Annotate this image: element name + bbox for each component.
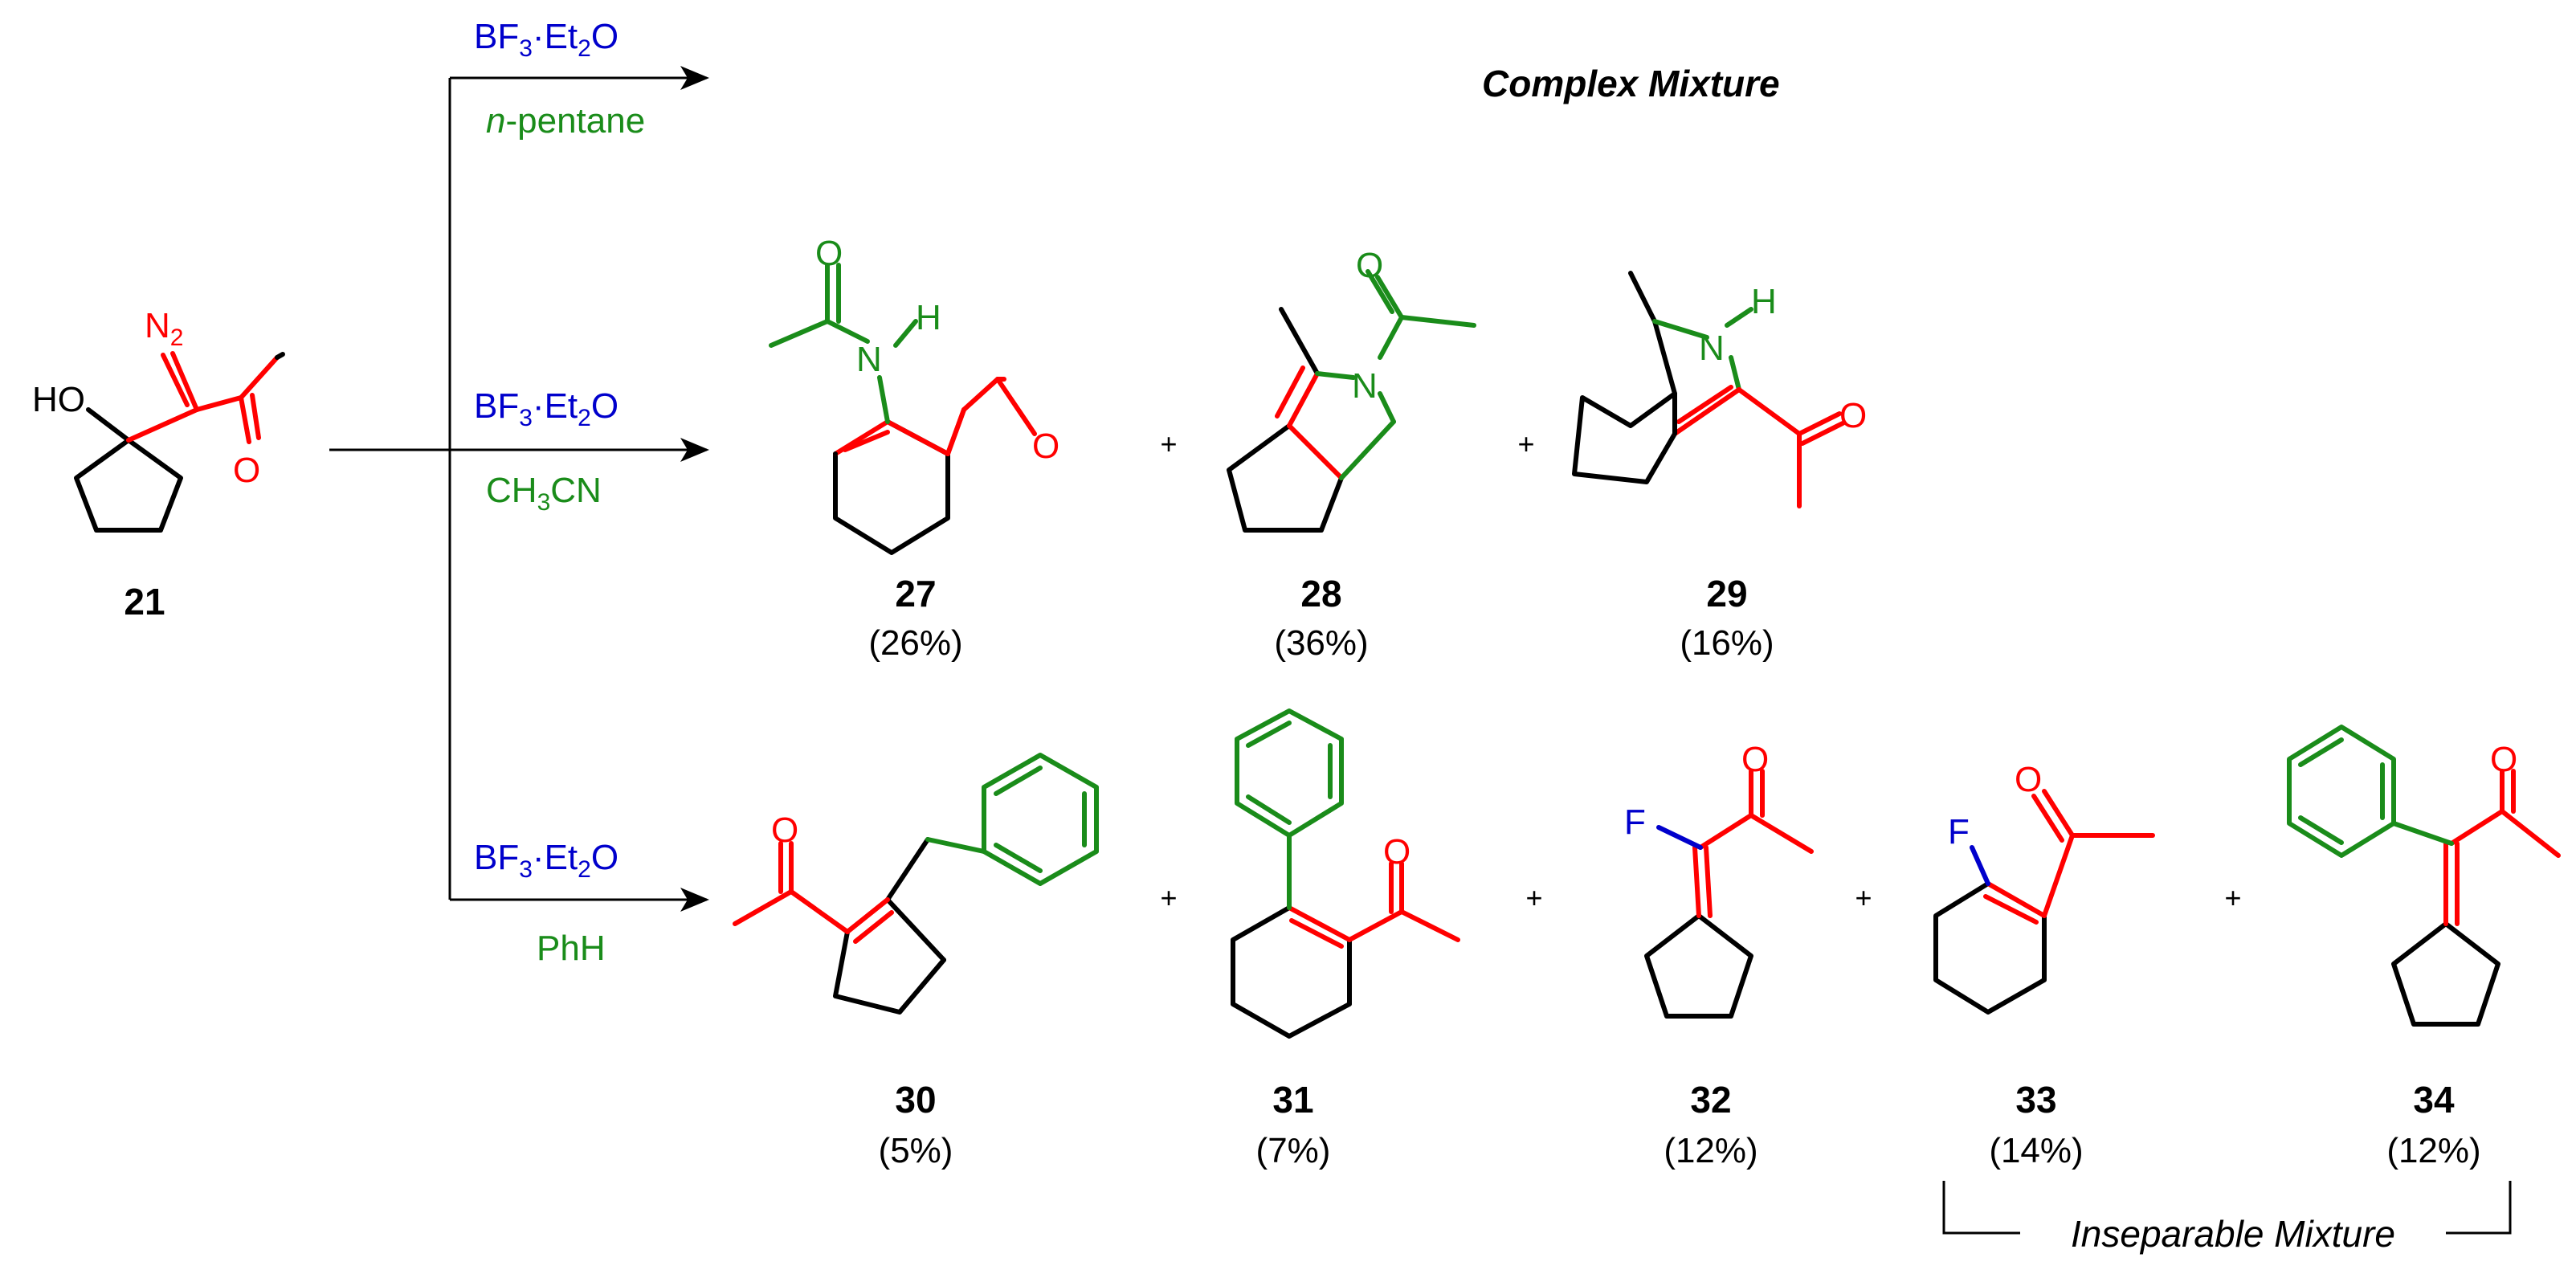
ketone-oxygen-label: O bbox=[1032, 427, 1059, 466]
product-34: O 34 (12%) bbox=[2287, 725, 2561, 1170]
plus-sign: + bbox=[1517, 427, 1534, 460]
complex-mixture-label: Complex Mixture bbox=[1482, 63, 1780, 104]
ketone-oxygen-label: O bbox=[1741, 740, 1769, 779]
plus-sign: + bbox=[1160, 427, 1177, 460]
reagent-top: BF3·Et2O bbox=[474, 17, 618, 62]
compound-label-28: 28 bbox=[1300, 573, 1341, 615]
plus-sign: + bbox=[1525, 881, 1542, 914]
solvent-middle: CH3CN bbox=[486, 471, 602, 516]
yield-29: (16%) bbox=[1680, 623, 1774, 663]
inseparable-mixture-bracket: Inseparable Mixture bbox=[1942, 1181, 2512, 1255]
solvent-top: n-pentane bbox=[486, 101, 645, 141]
pyrrole-nitrogen-label: N bbox=[1352, 366, 1378, 406]
ketone-oxygen-label: O bbox=[2015, 760, 2042, 799]
ketone-oxygen-label: O bbox=[2490, 740, 2517, 779]
compound-label-30: 30 bbox=[895, 1079, 936, 1121]
plus-sign: + bbox=[2224, 881, 2241, 914]
product-32: F O 32 (12%) bbox=[1624, 740, 1814, 1170]
inseparable-mixture-label: Inseparable Mixture bbox=[2071, 1213, 2395, 1255]
yield-28: (36%) bbox=[1274, 623, 1368, 663]
amide-oxygen-label: O bbox=[815, 234, 843, 273]
solvent-bottom: PhH bbox=[537, 929, 606, 968]
amide-nitrogen-label: N bbox=[856, 340, 882, 379]
ketone-oxygen-label: O bbox=[1839, 396, 1867, 435]
yield-31: (7%) bbox=[1256, 1131, 1331, 1170]
reaction-arrows bbox=[329, 66, 709, 912]
fluorine-label: F bbox=[1948, 812, 1970, 851]
hydroxyl-label: HO bbox=[32, 380, 85, 419]
conditions-top: BF3·Et2O n-pentane bbox=[474, 17, 645, 141]
product-27: N H O O 27 (26%) bbox=[769, 234, 1059, 663]
compound-label-31: 31 bbox=[1272, 1079, 1313, 1121]
acetyl-oxygen-label: O bbox=[1356, 246, 1383, 285]
compound-label-21: 21 bbox=[124, 581, 165, 623]
starting-material-21: HO N2 O 21 bbox=[32, 306, 285, 623]
yield-30: (5%) bbox=[879, 1131, 953, 1170]
reagent-middle: BF3·Et2O bbox=[474, 386, 618, 431]
product-29: N H O 29 (16%) bbox=[1572, 271, 1867, 663]
plus-sign: + bbox=[1160, 881, 1177, 914]
product-31: O 31 (7%) bbox=[1231, 708, 1460, 1170]
amide-hydrogen-label: H bbox=[916, 298, 941, 337]
ketone-oxygen-label: O bbox=[771, 810, 798, 850]
conditions-bottom: BF3·Et2O PhH bbox=[474, 838, 618, 968]
compound-label-33: 33 bbox=[2015, 1079, 2056, 1121]
product-33: F O 33 (14%) bbox=[1933, 760, 2155, 1170]
yield-27: (26%) bbox=[868, 623, 962, 663]
yield-34: (12%) bbox=[2386, 1131, 2480, 1170]
product-28: N O 28 (36%) bbox=[1227, 246, 1476, 663]
diazo-label: N2 bbox=[145, 306, 183, 351]
conditions-middle: BF3·Et2O CH3CN bbox=[474, 386, 618, 516]
compound-label-27: 27 bbox=[895, 573, 936, 615]
compound-label-34: 34 bbox=[2413, 1079, 2455, 1121]
compound-label-32: 32 bbox=[1690, 1079, 1731, 1121]
plus-sign: + bbox=[1855, 881, 1872, 914]
compound-label-29: 29 bbox=[1706, 573, 1747, 615]
fluorine-label: F bbox=[1624, 802, 1646, 842]
yield-33: (14%) bbox=[1989, 1131, 2083, 1170]
yield-32: (12%) bbox=[1664, 1131, 1757, 1170]
pyrrole-nh-hydrogen-label: H bbox=[1751, 282, 1777, 321]
reagent-bottom: BF3·Et2O bbox=[474, 838, 618, 883]
ketone-oxygen-label: O bbox=[233, 451, 260, 490]
ketone-oxygen-label: O bbox=[1383, 832, 1410, 872]
pyrrole-nh-nitrogen-label: N bbox=[1699, 329, 1725, 368]
product-30: O 30 (5%) bbox=[733, 753, 1099, 1170]
